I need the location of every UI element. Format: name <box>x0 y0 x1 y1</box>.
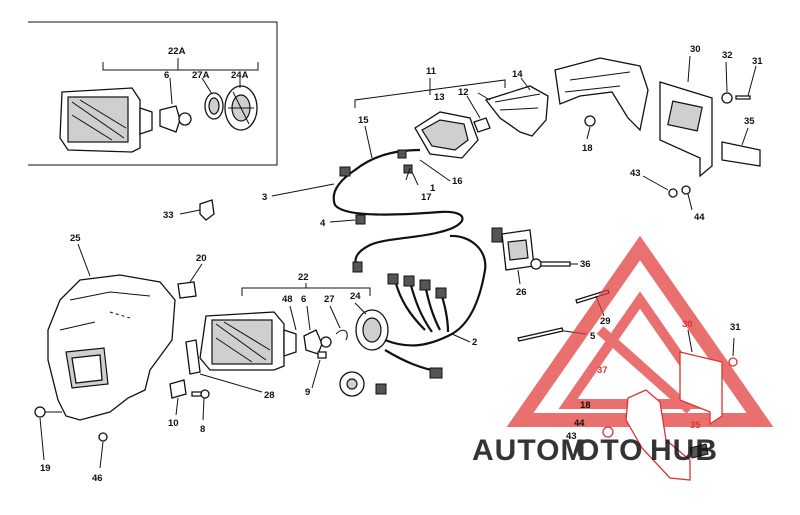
label-20: 20 <box>196 253 207 264</box>
grommet-20: 20 <box>177 253 207 299</box>
label-33: 33 <box>163 210 174 221</box>
main-headlamp-22: 22 <box>199 272 371 371</box>
watermark-text: AUTOM OTO HUB <box>472 434 718 467</box>
plate-bracket-top: 30 32 31 35 43 44 18 <box>582 44 763 223</box>
label-4: 4 <box>320 218 326 229</box>
label-48: 48 <box>282 294 293 305</box>
label-44-overlay: 44 <box>574 418 585 429</box>
label-16: 16 <box>452 176 463 187</box>
label-25: 25 <box>70 233 81 244</box>
watermark-automoto: AUTOM <box>472 434 586 467</box>
label-6-top: 6 <box>164 70 169 81</box>
tail-fairing <box>554 57 649 132</box>
bulb-group: 48 6 27 24 9 <box>282 291 389 398</box>
label-14: 14 <box>512 69 523 80</box>
label-43-top: 43 <box>630 168 641 179</box>
bulb-6-22a <box>159 105 192 133</box>
label-24a: 24A <box>231 70 249 81</box>
label-22: 22 <box>298 272 309 283</box>
label-26: 26 <box>516 287 527 298</box>
headlight-fairing-25: 25 <box>47 233 176 421</box>
tail-light-assembly: 11 12 13 14 <box>354 57 649 159</box>
label-18-overlay: 18 <box>580 400 591 411</box>
label-3: 3 <box>262 192 267 203</box>
watermark-hub: HUB <box>650 434 718 467</box>
bracket-28: 28 <box>185 339 275 401</box>
label-46: 46 <box>92 473 103 484</box>
label-24: 24 <box>350 291 361 302</box>
label-37-overlay: 37 <box>597 365 608 376</box>
label-31-top: 31 <box>752 56 763 67</box>
tail-wiring: 15 16 17 1 3 4 <box>262 115 464 273</box>
cap-24a <box>224 85 258 131</box>
label-19: 19 <box>40 463 51 474</box>
label-15: 15 <box>358 115 369 126</box>
label-13: 13 <box>434 92 445 103</box>
label-10: 10 <box>168 418 179 429</box>
label-44-top: 44 <box>694 212 705 223</box>
label-8: 8 <box>200 424 205 435</box>
label-32: 32 <box>722 50 733 61</box>
label-17: 17 <box>421 192 432 203</box>
label-1: 1 <box>430 183 436 194</box>
label-35-top: 35 <box>744 116 755 127</box>
label-18-top: 18 <box>582 143 593 154</box>
label-31-overlay: 31 <box>730 322 741 333</box>
label-28: 28 <box>264 390 275 401</box>
tail-light-housing-11 <box>414 111 479 159</box>
fastener-33: 33 <box>163 199 215 221</box>
label-6: 6 <box>301 294 306 305</box>
label-27: 27 <box>324 294 335 305</box>
label-35-overlay: 35 <box>690 420 701 431</box>
label-12: 12 <box>458 87 469 98</box>
label-22a: 22A <box>168 46 186 57</box>
bulb-13 <box>473 117 491 133</box>
spacer-10-bolt-8: 10 8 <box>168 379 210 435</box>
label-5: 5 <box>590 331 596 342</box>
relay-26: 36 26 <box>501 229 591 298</box>
label-30-overlay: 30 <box>682 319 693 330</box>
label-2: 2 <box>472 337 477 348</box>
label-29: 29 <box>600 316 611 327</box>
watermark-oto: OTO <box>576 434 643 467</box>
label-9: 9 <box>305 387 310 398</box>
main-wiring-harness-2: 2 <box>339 227 503 397</box>
plate-bracket-overlay: 30 31 37 18 44 43 35 <box>566 319 741 481</box>
label-43-overlay: 43 <box>566 431 577 442</box>
label-36: 36 <box>580 259 591 270</box>
socket-27a <box>204 92 224 120</box>
headlamp-22a <box>59 87 153 153</box>
bolt-19-nut-46: 19 46 <box>34 406 108 484</box>
tail-lens-12 <box>484 85 549 137</box>
label-11: 11 <box>426 66 437 77</box>
label-30-top: 30 <box>690 44 701 55</box>
label-27a: 27A <box>192 70 210 81</box>
inset-22a: 22A 6 27A 24A <box>28 21 278 166</box>
